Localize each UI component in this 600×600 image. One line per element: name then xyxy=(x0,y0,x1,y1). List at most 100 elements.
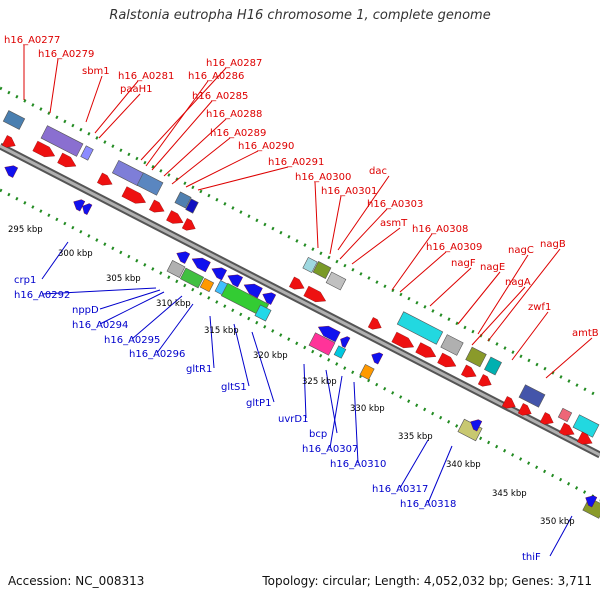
gene-label-forward: h16_A0291 xyxy=(268,157,324,168)
gene-label-reverse: h16_A0317 xyxy=(372,484,428,495)
gene-arrow xyxy=(97,172,113,186)
gene-label-reverse: h16_A0294 xyxy=(72,320,128,331)
label-leaders xyxy=(23,45,593,557)
gene-arrow xyxy=(1,135,16,148)
kbp-tick-label: 310 kbp xyxy=(156,299,191,309)
gene-label-reverse: gltR1 xyxy=(186,364,212,375)
kbp-tick-label: 300 kbp xyxy=(58,249,93,259)
label-leader xyxy=(156,303,194,354)
gene-block xyxy=(254,304,272,322)
gene-label-reverse: h16_A0318 xyxy=(400,499,456,510)
gene-label-forward: nagA xyxy=(505,277,531,288)
gene-label-forward: h16_A0290 xyxy=(238,141,294,152)
gene-arrow xyxy=(176,251,191,264)
label-leader xyxy=(351,227,401,265)
gene-arrow xyxy=(415,342,437,358)
kbp-tick-label: 330 kbp xyxy=(350,404,385,414)
gene-label-forward: h16_A0288 xyxy=(206,109,262,120)
gene-arrow xyxy=(149,199,165,213)
gene-arrow xyxy=(517,403,532,416)
label-leader xyxy=(325,369,338,434)
gene-arrow xyxy=(227,274,243,288)
gene-arrow xyxy=(289,276,305,290)
ruler-line xyxy=(0,86,600,399)
label-leader xyxy=(98,93,141,139)
gene-label-reverse: bcp xyxy=(309,429,327,440)
accession-label: Accession: NC_008313 xyxy=(8,574,145,588)
gene-arrow xyxy=(539,412,554,425)
kbp-tick-label: 315 kbp xyxy=(204,326,239,336)
kbp-tick-label: 335 kbp xyxy=(398,432,433,442)
gene-label-forward: h16_A0303 xyxy=(367,199,423,210)
gene-block xyxy=(312,261,332,279)
label-leader xyxy=(353,381,359,464)
gene-arrow xyxy=(262,292,277,305)
label-leader xyxy=(99,289,161,310)
gene-block xyxy=(396,311,444,345)
gene-block xyxy=(484,356,502,376)
backbone xyxy=(0,142,600,459)
label-leader xyxy=(41,241,69,280)
gene-arrow xyxy=(82,203,93,215)
gene-arrow xyxy=(166,210,184,224)
gene-blocks xyxy=(2,110,600,519)
label-leader xyxy=(251,331,275,403)
gene-label-forward: asmT xyxy=(380,218,408,229)
label-leader xyxy=(471,286,526,346)
gene-block xyxy=(166,260,186,278)
label-leader xyxy=(457,271,501,325)
gene-arrow xyxy=(577,431,593,445)
map-title: Ralstonia eutropha H16 chromosome 1, com… xyxy=(109,8,491,23)
gene-arrow xyxy=(391,331,415,349)
label-leader xyxy=(303,363,307,419)
gene-arrow xyxy=(461,364,477,378)
label-leader xyxy=(427,445,453,504)
gene-arrow xyxy=(211,267,227,281)
gene-block xyxy=(557,407,573,423)
label-leader xyxy=(339,208,388,260)
gene-label-reverse: gltP1 xyxy=(246,398,271,409)
gene-label-forward: h16_A0301 xyxy=(321,186,377,197)
kbp-tick-label: 340 kbp xyxy=(446,460,481,470)
gene-block xyxy=(174,191,192,209)
gene-label-forward: h16_A0309 xyxy=(426,242,482,253)
label-leader xyxy=(399,251,447,293)
label-leader xyxy=(329,375,343,449)
label-leader xyxy=(49,58,59,114)
gene-block xyxy=(518,384,546,408)
gene-arrow xyxy=(371,352,384,365)
gene-label-forward: h16_A0281 xyxy=(118,71,174,82)
kbp-tick-label: 320 kbp xyxy=(253,351,288,361)
gene-label-reverse: uvrD1 xyxy=(278,414,308,425)
gene-arrow xyxy=(501,396,516,409)
label-leader xyxy=(85,75,103,123)
label-leader xyxy=(171,137,231,185)
gene-block xyxy=(136,172,164,196)
gene-arrow xyxy=(340,336,351,348)
gene-block xyxy=(80,145,94,161)
gene-arrow xyxy=(243,283,263,299)
gene-label-forward: sbm1 xyxy=(82,66,110,77)
gene-label-forward: zwf1 xyxy=(528,302,551,313)
label-leader xyxy=(145,80,209,167)
gene-label-forward: h16_A0308 xyxy=(412,224,468,235)
gene-label-forward: nagC xyxy=(508,245,534,256)
gene-block xyxy=(185,198,199,214)
gene-label-forward: h16_A0286 xyxy=(188,71,244,82)
gene-arrow xyxy=(317,325,341,343)
label-leader xyxy=(197,166,289,191)
gene-arrow xyxy=(4,165,19,178)
gene-block xyxy=(359,363,375,381)
gene-label-forward: h16_A0285 xyxy=(192,91,248,102)
kbp-tick-label: 305 kbp xyxy=(106,274,141,284)
gene-label-reverse: thiF xyxy=(522,552,541,563)
topology-info: Topology: circular; Length: 4,052,032 bp… xyxy=(262,574,592,588)
gene-block xyxy=(308,332,336,356)
gene-label-forward: dac xyxy=(369,166,387,177)
gene-label-forward: h16_A0289 xyxy=(210,128,266,139)
gene-label-reverse: h16_A0307 xyxy=(302,444,358,455)
label-leader xyxy=(151,100,213,171)
